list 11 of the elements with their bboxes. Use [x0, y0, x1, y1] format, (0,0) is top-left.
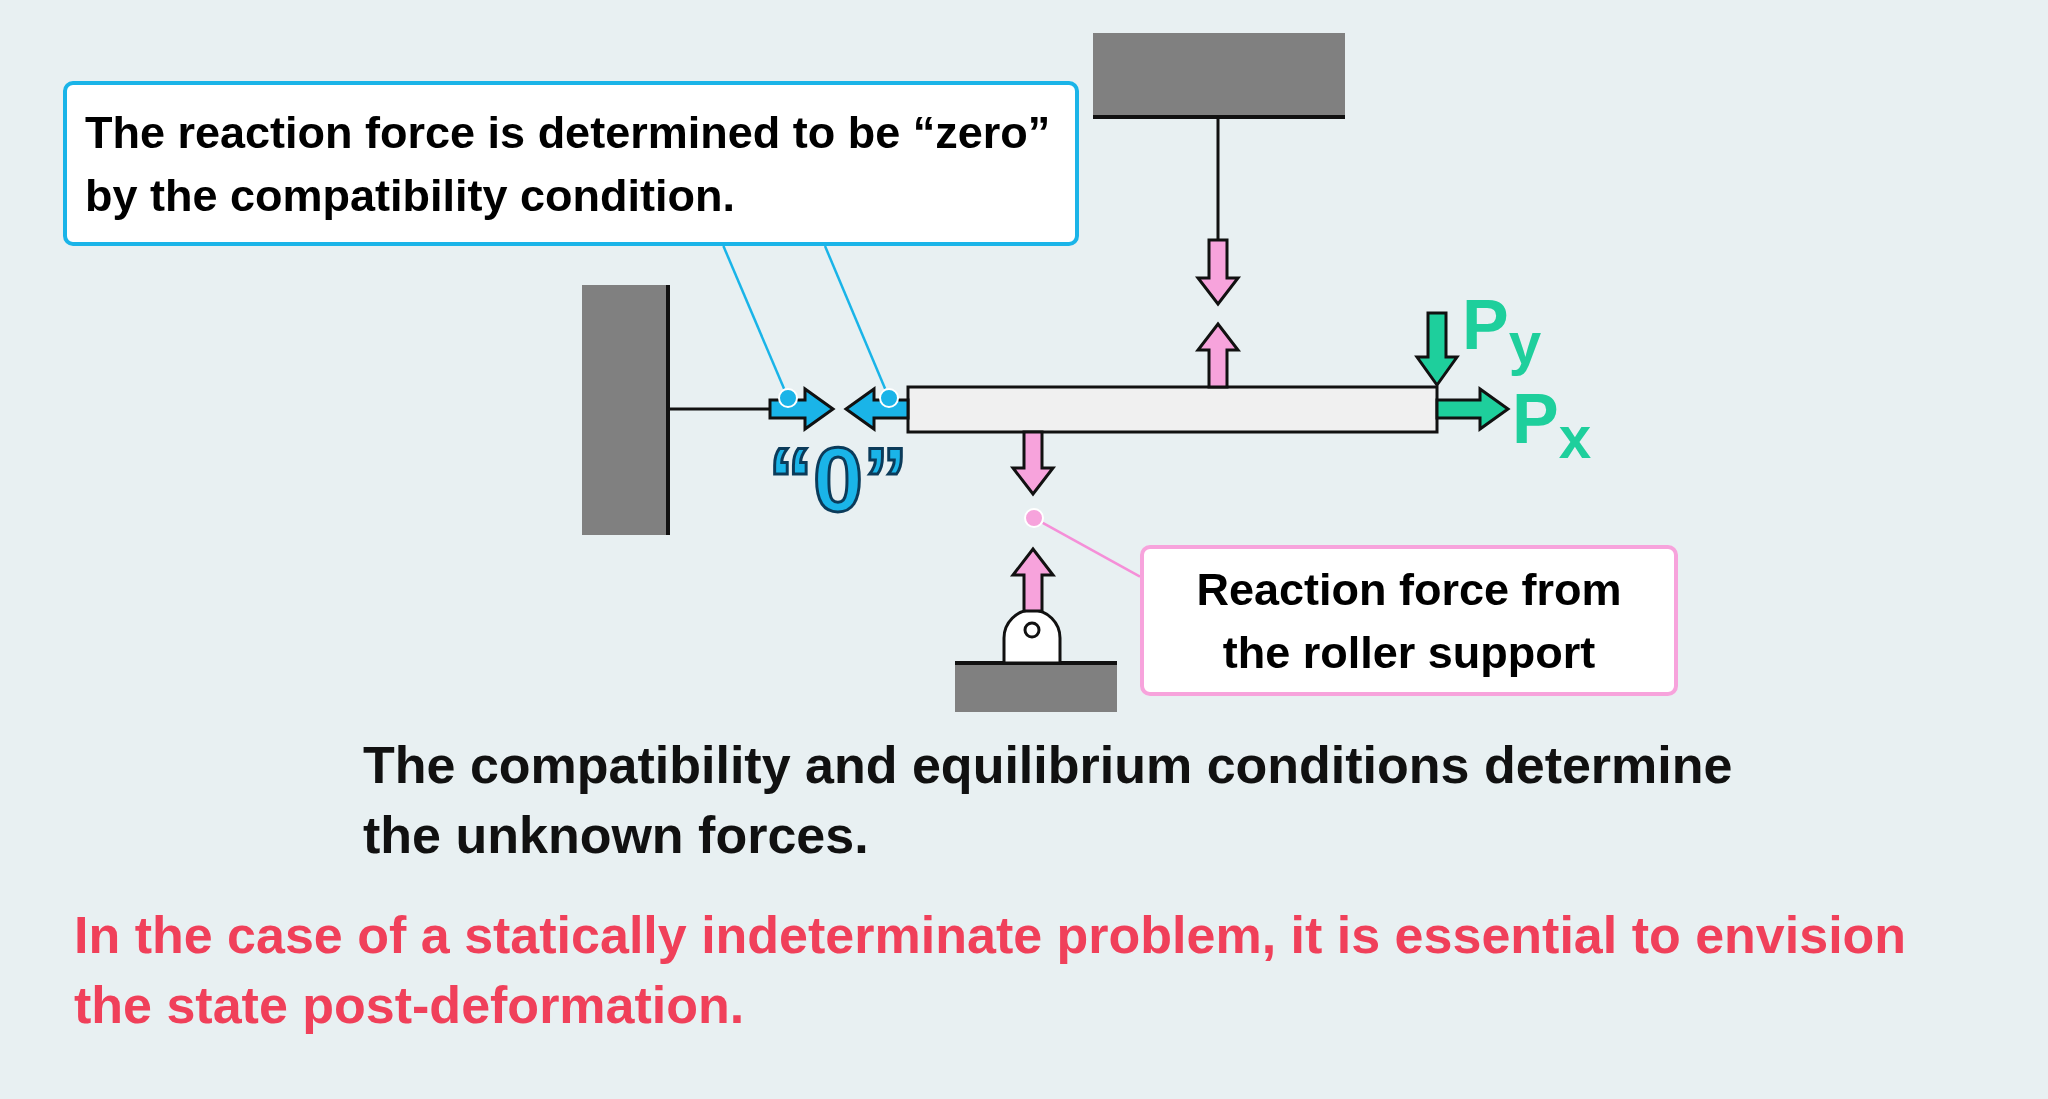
callout-box — [1140, 545, 1678, 696]
callout-text: Reaction force from the roller support — [1195, 562, 1623, 680]
leader-line — [1042, 521, 1141, 578]
force-label: P$_{y}$ — [1462, 285, 1542, 378]
note-text: In the case of a statically indeterminate problem, it is essential to envision the state post-deformation. — [74, 905, 1908, 1037]
callout-box — [63, 81, 1079, 246]
zero-label: “0” — [768, 429, 909, 532]
force-label: P$_{x}$ — [1512, 379, 1592, 472]
callout-text: The reaction force is determined to be “zero” by the compatibility condition. — [85, 105, 1052, 223]
leader-line — [722, 245, 786, 390]
conclusion-text: The compatibility and equilibrium conditions determine the unknown forces. — [363, 735, 1734, 867]
